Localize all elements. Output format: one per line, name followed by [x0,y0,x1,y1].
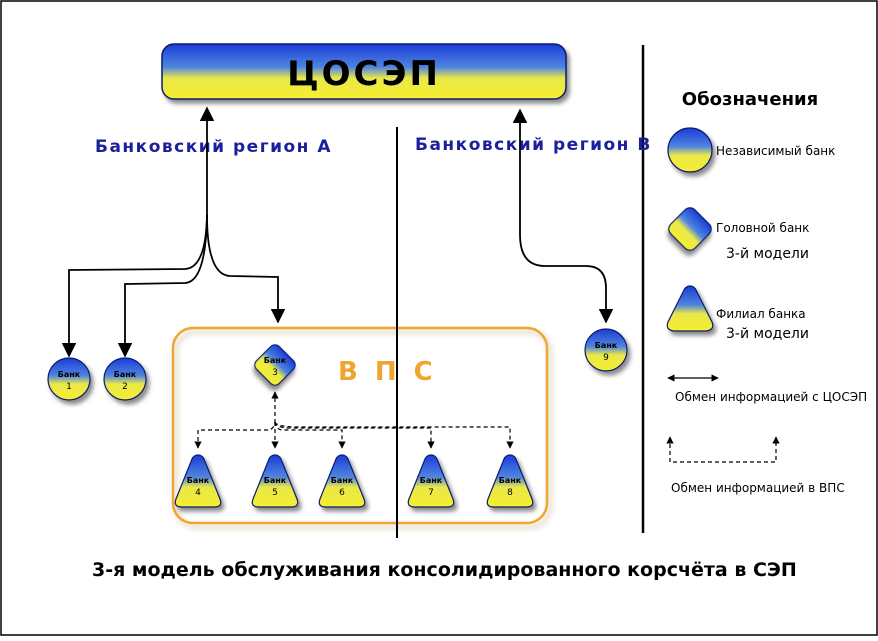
diagram-caption: 3-я модель обслуживания консолидированно… [92,559,797,581]
bank-9-circle-icon [584,328,628,372]
legend-independent-label: Независимый банк [716,144,835,158]
legend-triangle-icon [666,285,714,332]
bank-8-number: 8 [507,488,513,498]
legend-exchange-cosep-label: Обмен информацией с ЦОСЭП [675,390,867,404]
legend-exchange-vps-label: Обмен информацией в ВПС [671,481,845,495]
bank-6-word: Банк [331,476,354,485]
legend-circle-icon [667,127,713,173]
legend-branch-label: Филиал банка [716,307,806,321]
connector-bank-9 [512,108,614,324]
bank-1-word: Банк [58,370,81,379]
bank-2-number: 2 [122,382,128,392]
bank-4-word: Банк [187,476,210,485]
region-b-label: Банковский регион В [415,135,652,155]
bank-nodes: Банк1Банк2Банк3Банк4Банк5Банк6Банк7Банк8… [47,328,628,508]
legend-head-label: Головной банк [716,221,809,235]
bank-2-circle-icon [103,357,147,401]
bank-1-number: 1 [66,382,72,392]
bank-3-diamond-icon [254,344,296,386]
bank-1: Банк 1 [47,357,91,401]
bank-8: Банк 8 [486,454,534,508]
bank-6-number: 6 [339,488,345,498]
legend-head-model-label: 3-й модели [726,246,809,262]
bank-4: Банк 4 [174,454,222,508]
connector-lines-region-a [61,106,286,358]
bank-9-word: Банк [595,341,618,350]
region-a-label: Банковский регион А [95,137,332,157]
cosep-box [161,43,567,100]
vps-box [171,326,549,525]
bank-6-triangle-icon [318,454,366,508]
bank-2-word: Банк [114,370,137,379]
dashed-bank-8 [274,421,514,449]
bank-3-word: Банк [264,356,287,365]
bank-3: Банк 3 [254,344,296,386]
bank-4-triangle-icon [174,454,222,508]
dashed-bank-6 [274,421,346,449]
bank-6: Банк 6 [318,454,366,508]
bank-5-word: Банк [264,476,287,485]
bank-7: Банк 7 [407,454,455,508]
bank-8-triangle-icon [486,454,534,508]
legend-diamond-icon [668,207,712,251]
dashed-bank-4 [194,421,276,449]
bank-4-number: 4 [195,488,201,498]
bank-8-word: Банк [499,476,522,485]
bank-1-circle-icon [47,357,91,401]
legend-title: Обозначения [682,89,818,110]
legend-dashed-arrow-icon [666,436,780,463]
bank-2: Банк 2 [103,357,147,401]
bank-3-number: 3 [272,368,278,378]
legend-branch-model-label: 3-й модели [726,326,809,342]
bank-7-number: 7 [428,488,434,498]
connector-bank-3 [206,214,286,324]
dashed-bank-7 [274,421,435,449]
bank-7-triangle-icon [407,454,455,508]
connector-bank-1 [61,214,208,358]
bank-5-triangle-icon [251,454,299,508]
legend: Обозначения Независимый банк Головной ба… [666,89,867,495]
bank-9: Банк 9 [584,328,628,372]
vps-label: В П С [338,357,437,387]
bank-9-number: 9 [603,353,609,363]
bank-5: Банк 5 [251,454,299,508]
vps-dashed-connectors [194,391,514,449]
cosep-node: ЦОСЭП [161,43,567,100]
bank-5-number: 5 [272,488,278,498]
connector-bank-2 [117,214,208,358]
bank-7-word: Банк [420,476,443,485]
cosep-label: ЦОСЭП [287,54,441,94]
